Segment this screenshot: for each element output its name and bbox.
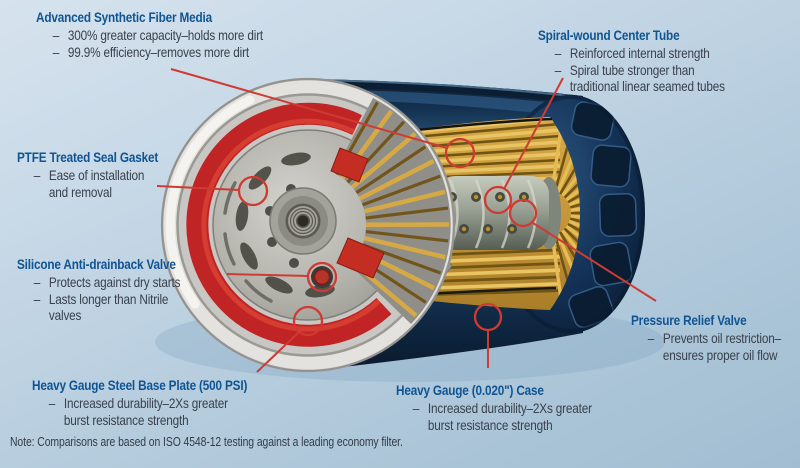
callout-bullet: 99.9% efficiency–removes more dirt xyxy=(67,43,249,60)
callout-title: Heavy Gauge Steel Base Plate (500 PSI) xyxy=(32,377,248,393)
front-face xyxy=(160,77,456,373)
callout-title: Spiral-wound Center Tube xyxy=(538,27,680,43)
callout-circle-silicone-valve xyxy=(306,261,338,293)
seal-gasket xyxy=(186,102,392,347)
callout-circle-spiral-tube xyxy=(483,185,513,215)
callout-ptfe-gasket: PTFE Treated Seal Gasket –Ease of instal… xyxy=(17,149,159,200)
footnote: Note: Comparisons are based on ISO 4548-… xyxy=(10,434,403,449)
silicone-valve-dot xyxy=(313,268,331,286)
callout-title: Pressure Relief Valve xyxy=(631,312,747,328)
callout-base-plate: Heavy Gauge Steel Base Plate (500 PSI) –… xyxy=(32,377,248,428)
callout-bullet-cont: traditional linear seamed tubes xyxy=(569,78,725,94)
callout-line-ptfe-gasket xyxy=(156,185,240,191)
base-plate-slits xyxy=(223,181,273,303)
callout-silicone-valve: Silicone Anti-drainback Valve –Protects … xyxy=(17,256,181,323)
callout-circle-advanced-media xyxy=(444,137,476,169)
callout-bullet: Reinforced internal strength xyxy=(569,45,710,61)
callout-advanced-media: Advanced Synthetic Fiber Media –300% gre… xyxy=(36,9,264,60)
callout-bullet-cont: burst resistance strength xyxy=(427,416,553,433)
callout-bullet-cont: burst resistance strength xyxy=(63,411,189,428)
callout-title: Silicone Anti-drainback Valve xyxy=(17,256,176,272)
callout-bullet-cont: ensures proper oil flow xyxy=(662,346,778,363)
callout-case: Heavy Gauge (0.020") Case –Increased dur… xyxy=(396,382,592,433)
callout-line-base-plate xyxy=(256,331,300,373)
callout-title: PTFE Treated Seal Gasket xyxy=(17,149,159,165)
callout-relief-valve: Pressure Relief Valve –Prevents oil rest… xyxy=(631,312,781,363)
callout-bullet-cont: and removal xyxy=(48,183,112,200)
callout-bullet: Increased durability–2Xs greater xyxy=(427,400,592,416)
callout-bullet: Spiral tube stronger than xyxy=(569,61,695,78)
callout-circle-relief-valve xyxy=(508,198,538,228)
callout-line-advanced-media xyxy=(170,68,448,149)
callout-spiral-tube: Spiral-wound Center Tube –Reinforced int… xyxy=(538,27,725,94)
base-plate-slots xyxy=(235,152,335,298)
callout-bullet: Prevents oil restriction– xyxy=(662,330,781,346)
anti-drainback-valve xyxy=(330,147,385,279)
callout-line-relief-valve xyxy=(532,222,657,302)
callout-title: Advanced Synthetic Fiber Media xyxy=(36,9,212,25)
callout-line-silicone-valve xyxy=(226,273,309,277)
callout-bullet: Increased durability–2Xs greater xyxy=(63,395,228,411)
callout-title: Heavy Gauge (0.020") Case xyxy=(396,382,544,398)
callout-bullet: Ease of installation xyxy=(48,167,145,183)
callout-bullet: 300% greater capacity–holds more dirt xyxy=(67,27,264,43)
callout-bullet: Lasts longer than Nitrile xyxy=(48,290,169,307)
callout-bullet-cont: valves xyxy=(48,307,82,323)
callout-line-spiral-tube xyxy=(503,77,564,190)
callout-circle-base-plate xyxy=(292,305,324,337)
center-hub xyxy=(269,187,337,255)
callout-circle-case xyxy=(473,302,503,332)
callout-bullet: Protects against dry starts xyxy=(48,274,181,290)
callout-circle-ptfe-gasket xyxy=(237,175,269,207)
